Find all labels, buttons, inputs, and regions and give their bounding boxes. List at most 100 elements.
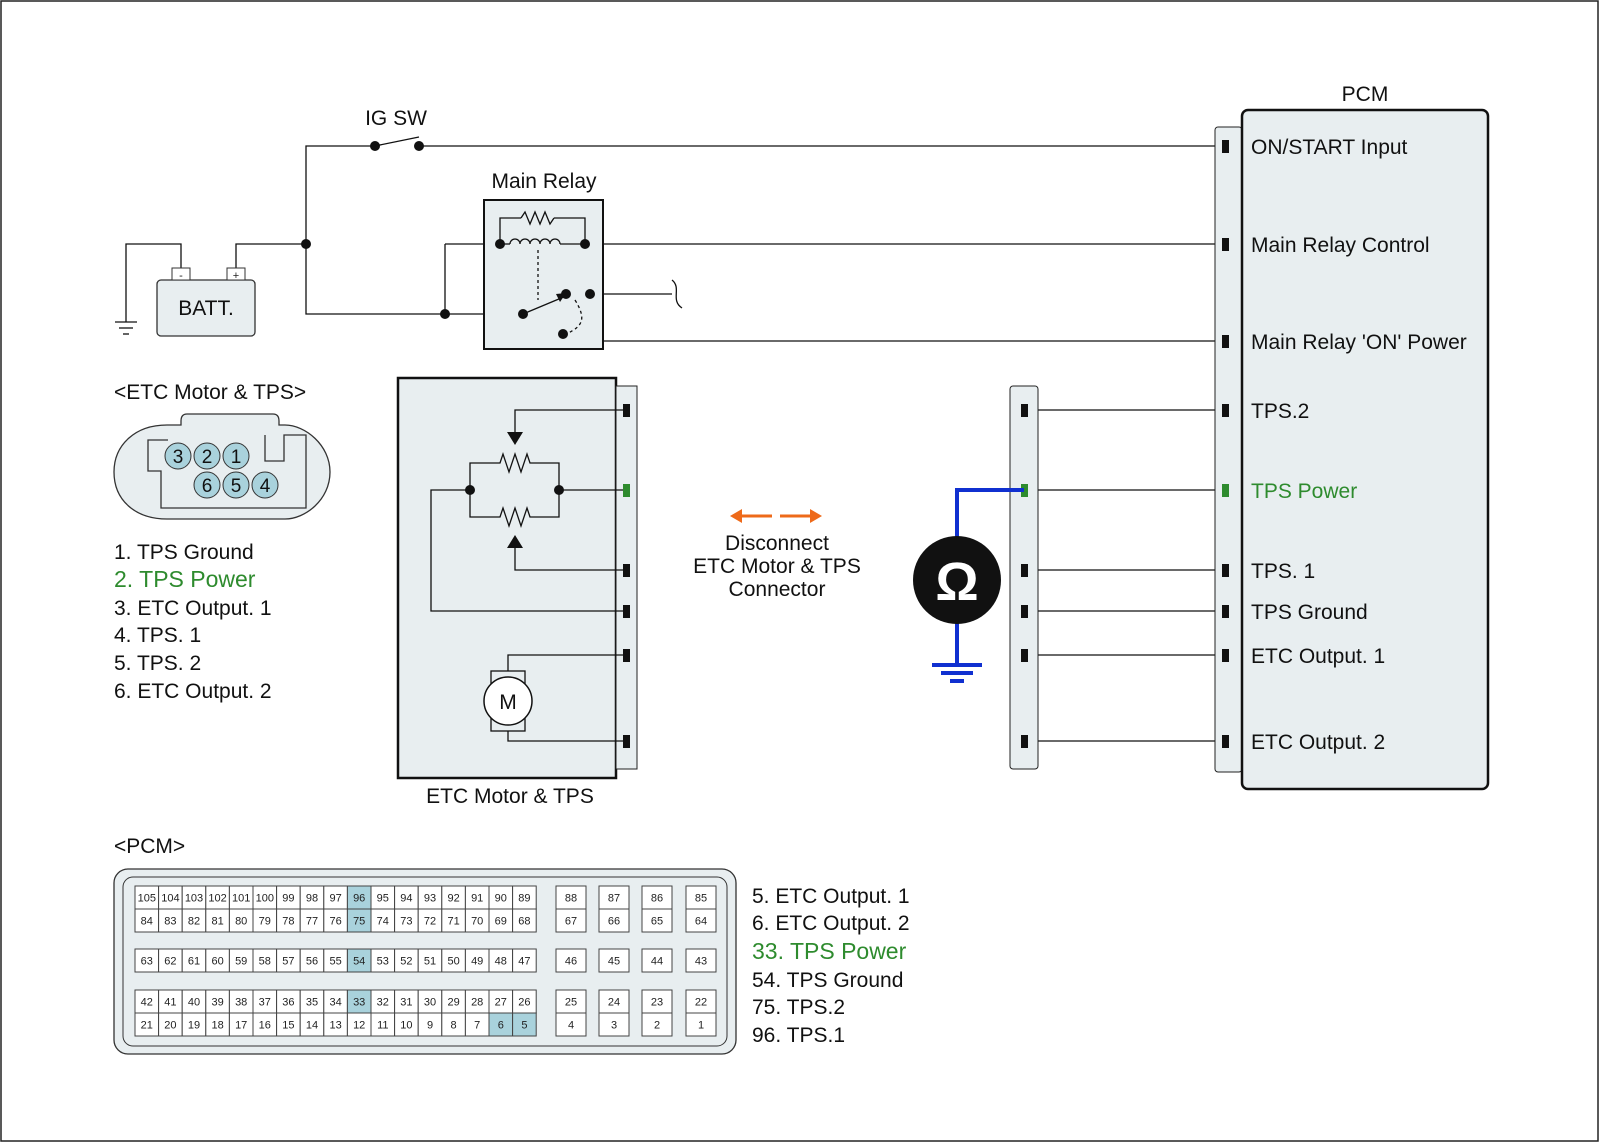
pcm-pin-number: 8 <box>451 1020 457 1032</box>
pcm-pin-number: 14 <box>306 1020 318 1032</box>
instruction-line1: Disconnect <box>725 532 829 555</box>
pcm-pin-cell <box>641 908 673 933</box>
pcm-pin-number: 23 <box>651 997 663 1009</box>
pcm-pin-number: 85 <box>695 893 707 905</box>
pcm-pin-number: 63 <box>141 956 153 968</box>
pcm-pin-cell <box>555 908 587 933</box>
pcm-pin-cell <box>598 908 630 933</box>
junction-dot <box>301 239 311 249</box>
pcm-pin-number: 79 <box>259 916 271 928</box>
pcm-pin-number: 20 <box>164 1020 176 1032</box>
pcm-pin-number: 57 <box>282 956 294 968</box>
pcm-pin-number: 38 <box>235 997 247 1009</box>
pcm-pin-number: 95 <box>377 893 389 905</box>
pcm-pin-number: 61 <box>188 956 200 968</box>
pcm-pin-number: 13 <box>329 1020 341 1032</box>
harness-connector <box>1009 385 1039 770</box>
pcm-pin-number: 26 <box>518 997 530 1009</box>
pcm-pin-number: 99 <box>282 893 294 905</box>
pcm-pin-number: 52 <box>400 956 412 968</box>
pcm-pin-number: 36 <box>282 997 294 1009</box>
ohm-icon: Ω <box>935 552 978 612</box>
pcm-pin-number: 104 <box>161 893 179 905</box>
pcm-pin-number: 49 <box>471 956 483 968</box>
pcm-pin-number: 83 <box>164 916 176 928</box>
pcm-pin-number: 82 <box>188 916 200 928</box>
pcm-pin-number: 54 <box>353 956 365 968</box>
pcm-pin-number: 29 <box>447 997 459 1009</box>
pcm-pin-number: 51 <box>424 956 436 968</box>
pcm-pin-number: 28 <box>471 997 483 1009</box>
pcm-pin-number: 102 <box>208 893 226 905</box>
instruction-line2: ETC Motor & TPS <box>693 555 861 578</box>
pcm-pin-number: 96 <box>353 893 365 905</box>
pcm-pin-number: 10 <box>400 1020 412 1032</box>
pcm-pin-number: 21 <box>141 1020 153 1032</box>
pcm-pin-number: 37 <box>259 997 271 1009</box>
pcm-pin-number: 12 <box>353 1020 365 1032</box>
pcm-pin-cell <box>512 1012 537 1037</box>
pcm-pin-number: 42 <box>141 997 153 1009</box>
pcm-pin-number: 46 <box>565 956 577 968</box>
pcm-box <box>1240 108 1490 791</box>
pcm-pin-number: 11 <box>377 1020 388 1032</box>
pcm-pin-number: 81 <box>211 916 223 928</box>
etc-legend-item: 4. TPS. 1 <box>114 624 201 647</box>
pcm-pin-number: 68 <box>518 916 530 928</box>
motor-label: M <box>499 691 517 714</box>
pcm-terminal-etc-output2: ETC Output. 2 <box>1251 731 1385 754</box>
pcm-pin-number: 17 <box>235 1020 247 1032</box>
pcm-pin-number: 35 <box>306 997 318 1009</box>
pcm-pin-number: 91 <box>471 893 483 905</box>
pcm-pin-number: 4 <box>568 1020 574 1032</box>
wires <box>115 145 1225 742</box>
pcm-connector-strip <box>1214 126 1243 773</box>
pcm-pin-number: 32 <box>377 997 389 1009</box>
pcm-pin-number: 76 <box>329 916 341 928</box>
pcm-pin-number: 72 <box>424 916 436 928</box>
pcm-pin-cell <box>641 948 673 973</box>
battery-positive-label: + <box>233 270 239 282</box>
pcm-pin-number: 56 <box>306 956 318 968</box>
pcm-module <box>1214 108 1490 791</box>
pcm-pin-number: 65 <box>651 916 663 928</box>
ig-switch-label: IG SW <box>365 107 427 130</box>
pcm-pin-number: 25 <box>565 997 577 1009</box>
pcm-legend-item-highlight: 33. TPS Power <box>752 938 907 964</box>
pcm-pin-number: 103 <box>185 893 203 905</box>
pcm-pin-number: 3 <box>611 1020 617 1032</box>
pcm-pin-number: 59 <box>235 956 247 968</box>
pcm-pin-number: 44 <box>651 956 663 968</box>
pcm-pin-number: 89 <box>518 893 530 905</box>
pcm-pin-number: 24 <box>608 997 620 1009</box>
pcm-pin-number: 45 <box>608 956 620 968</box>
ohmmeter-body <box>913 536 1001 624</box>
pcm-pin-cell <box>685 1012 717 1037</box>
etc-legend-item: 1. TPS Ground <box>114 541 254 564</box>
pcm-pin-number: 43 <box>695 956 707 968</box>
pcm-legend-item: 75. TPS.2 <box>752 996 845 1019</box>
etc-legend-item: 6. ETC Output. 2 <box>114 680 272 703</box>
pcm-pin-cell <box>512 908 537 933</box>
pcm-title: PCM <box>1342 83 1389 106</box>
pcm-terminal-tps1: TPS. 1 <box>1251 560 1315 583</box>
pcm-pin-number: 9 <box>427 1020 433 1032</box>
etc-pin: 2 <box>202 447 213 468</box>
main-relay <box>483 199 604 350</box>
pcm-terminal-etc-output1: ETC Output. 1 <box>1251 645 1385 668</box>
etc-pin: 5 <box>231 476 242 497</box>
pcm-pin-number: 93 <box>424 893 436 905</box>
pcm-pin-number: 94 <box>400 893 412 905</box>
etc-legend-item-highlight: 2. TPS Power <box>114 566 256 592</box>
battery: - + BATT. <box>156 267 256 337</box>
pcm-pin-number: 66 <box>608 916 620 928</box>
battery-label: BATT. <box>178 297 234 320</box>
pcm-pin-number: 53 <box>377 956 389 968</box>
pcm-pin-cell <box>598 1012 630 1037</box>
pcm-pin-number: 50 <box>447 956 459 968</box>
etc-legend-item: 5. TPS. 2 <box>114 652 201 675</box>
pcm-pin-number: 71 <box>447 916 459 928</box>
pcm-pin-number: 86 <box>651 893 663 905</box>
ohmmeter <box>913 488 1024 683</box>
pcm-terminal-tps2: TPS.2 <box>1251 400 1309 423</box>
